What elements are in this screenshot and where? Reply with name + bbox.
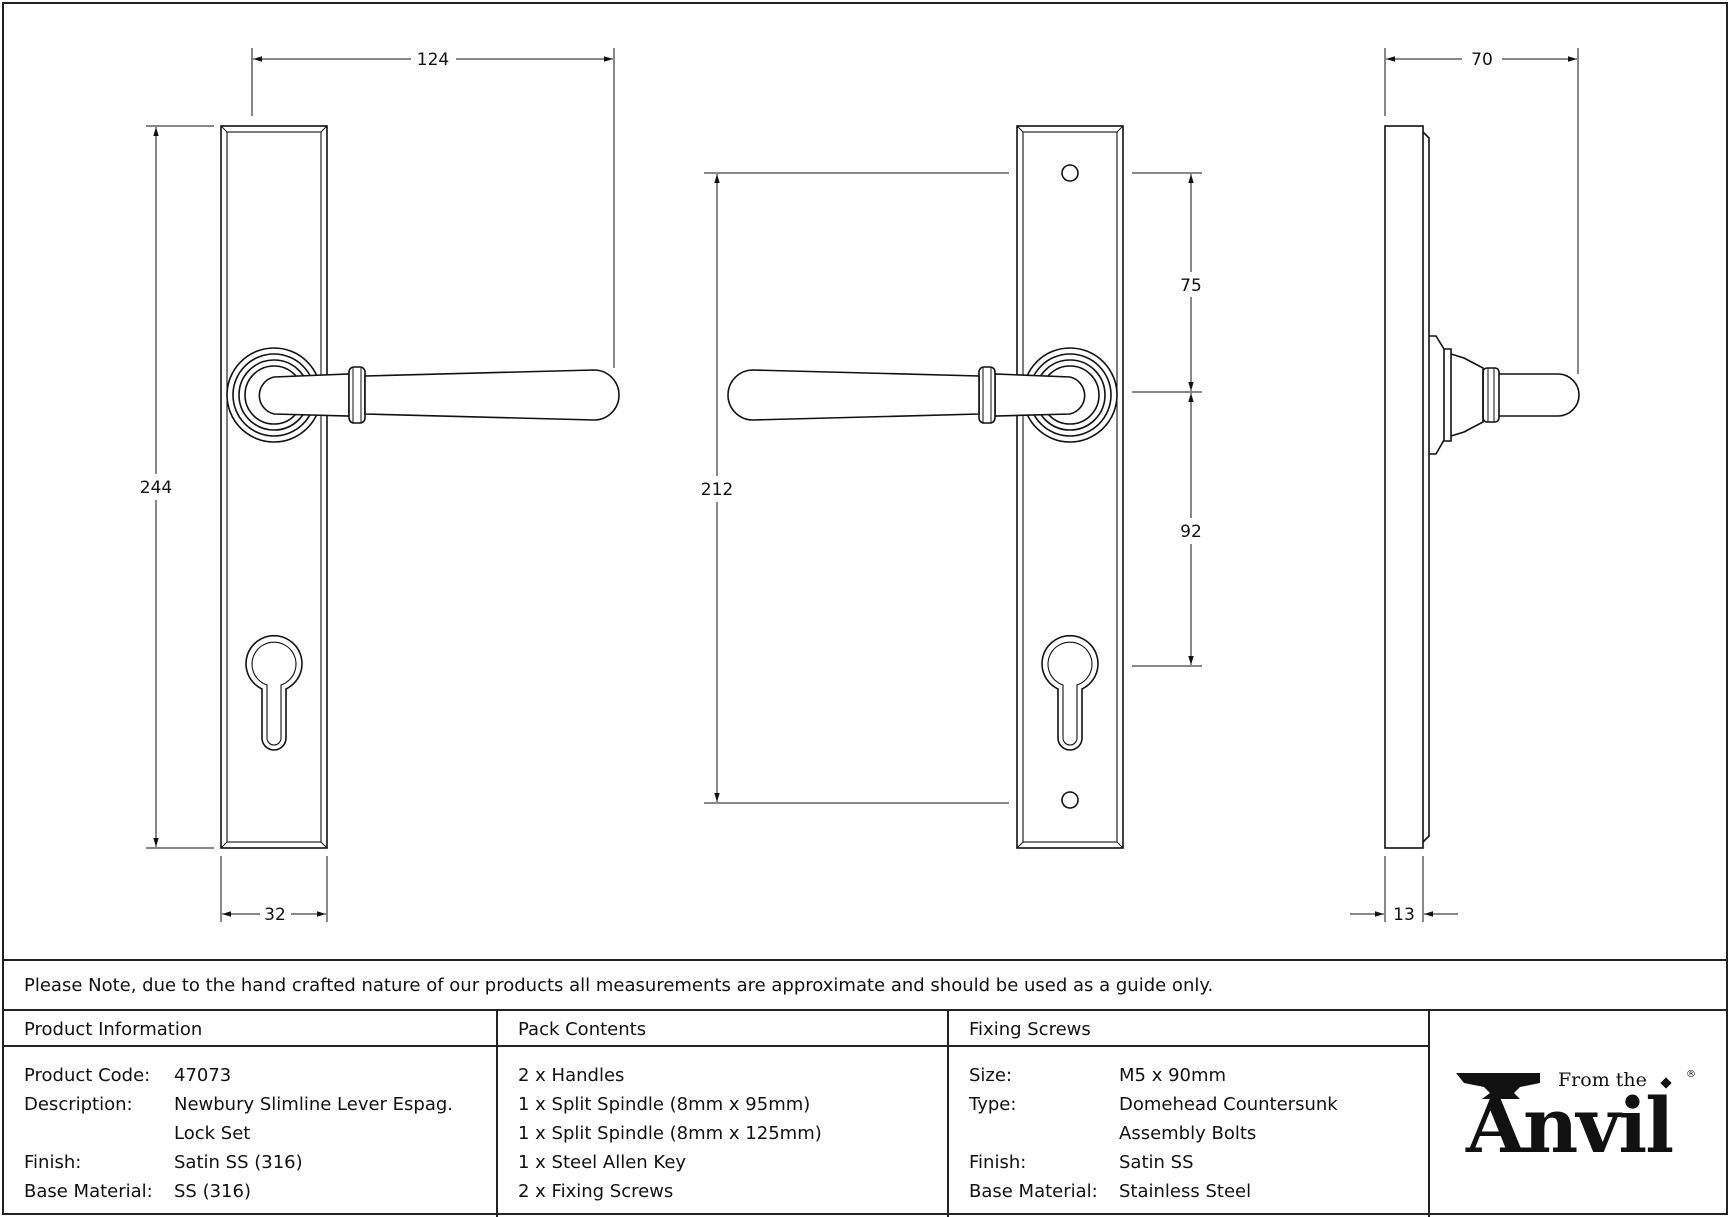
side-view (1384, 125, 1580, 849)
row-value: Satin SS (316) (174, 1152, 303, 1173)
row-value: Stainless Steel (1119, 1181, 1252, 1202)
row-label: Finish: (24, 1152, 82, 1173)
dim-height: 244 (140, 478, 172, 498)
row-label: Size: (969, 1065, 1013, 1086)
row-value: Satin SS (1119, 1152, 1194, 1173)
info-row: Lock Set (24, 1119, 453, 1148)
list-item: 1 x Split Spindle (8mm x 125mm) (518, 1123, 822, 1144)
measurement-note: Please Note, due to the hand crafted nat… (4, 959, 1726, 1011)
info-row: Type: Domehead Countersunk (969, 1090, 1338, 1119)
logo-brand: Anvil (1466, 1081, 1674, 1170)
row-label (969, 1119, 1119, 1148)
row-label: Type: (969, 1094, 1017, 1115)
pack-contents-title: Pack Contents (518, 1019, 647, 1040)
dim-projection: 70 (1471, 50, 1493, 70)
row-value: Lock Set (174, 1123, 251, 1144)
fixing-screws-title: Fixing Screws (969, 1019, 1091, 1040)
row-value: 47073 (174, 1065, 232, 1086)
row-value: M5 x 90mm (1119, 1065, 1227, 1086)
info-row: Assembly Bolts (969, 1119, 1338, 1148)
info-row: Base Material: Stainless Steel (969, 1177, 1338, 1206)
row-label: Description: (24, 1094, 133, 1115)
info-row: Finish: Satin SS (316) (24, 1148, 453, 1177)
row-label: Base Material: (24, 1181, 153, 1202)
list-item: 2 x Fixing Screws (518, 1181, 674, 1202)
pack-contents-panel: Pack Contents 2 x Handles 1 x Split Spin… (498, 1011, 949, 1217)
dim-fixing-centres: 212 (701, 480, 733, 500)
info-row: Size: M5 x 90mm (969, 1061, 1338, 1090)
list-item: 2 x Handles (518, 1065, 625, 1086)
list-item: 1 x Steel Allen Key (518, 1152, 687, 1173)
pack-contents-header: Pack Contents (498, 1011, 947, 1047)
from-the-anvil-logo: From the Anvil ® (1430, 1011, 1726, 1217)
info-row: Finish: Satin SS (969, 1148, 1338, 1177)
logo-registered-mark: ® (1686, 1069, 1696, 1080)
note-text: Please Note, due to the hand crafted nat… (24, 975, 1214, 996)
dim-handle-to-keyhole: 92 (1180, 522, 1202, 542)
dim-handle-to-top-fixing: 75 (1180, 276, 1202, 296)
row-label: Base Material: (969, 1181, 1098, 1202)
info-row: Base Material: SS (316) (24, 1177, 453, 1206)
row-label: Product Code: (24, 1065, 151, 1086)
fixing-screws-panel: Fixing Screws Size: M5 x 90mm Type: Domehe… (949, 1011, 1430, 1217)
dim-plate-width: 32 (264, 905, 286, 925)
anvil-icon (1456, 1073, 1540, 1099)
row-label: Finish: (969, 1152, 1027, 1173)
row-value: Domehead Countersunk (1119, 1094, 1338, 1115)
list-item: 1 x Split Spindle (8mm x 95mm) (518, 1094, 811, 1115)
product-information-title: Product Information (24, 1019, 203, 1040)
product-information-header: Product Information (4, 1011, 496, 1047)
dim-overall-width: 124 (417, 50, 449, 70)
product-information-panel: Product Information Product Code: 47073 D… (4, 1011, 498, 1217)
front-view (220, 125, 620, 849)
technical-drawing: 124 244 32 212 75 92 70 13 (140, 48, 1580, 925)
row-value: Assembly Bolts (1119, 1123, 1257, 1144)
row-value: SS (316) (174, 1181, 251, 1202)
rear-view (727, 125, 1124, 849)
dim-plate-depth: 13 (1393, 905, 1415, 925)
logo-from-the: From the (1558, 1069, 1647, 1091)
info-row: Product Code: 47073 (24, 1061, 453, 1090)
row-label (24, 1119, 174, 1148)
fixing-screws-header: Fixing Screws (949, 1011, 1428, 1047)
row-value: Newbury Slimline Lever Espag. (174, 1094, 454, 1115)
info-row: Description: Newbury Slimline Lever Espag… (24, 1090, 453, 1119)
